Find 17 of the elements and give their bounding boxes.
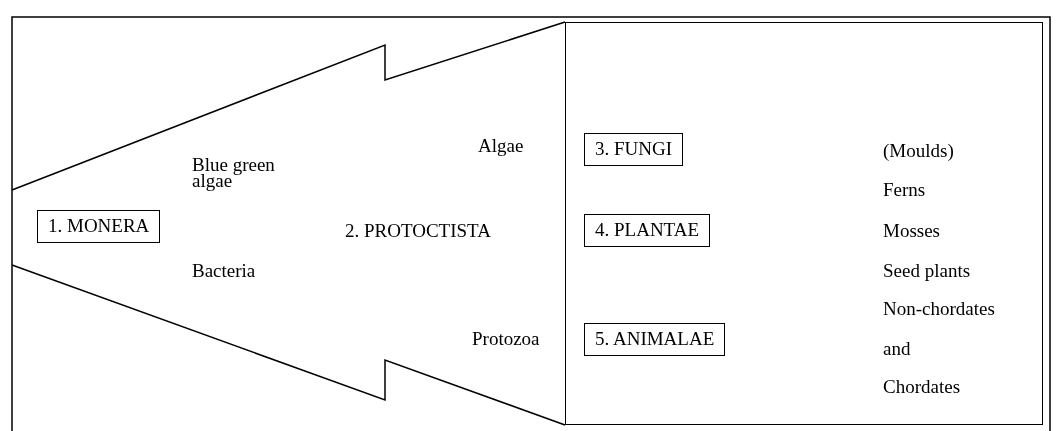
group-label: Algae <box>478 135 524 158</box>
conjunction-text: and <box>883 338 911 361</box>
kingdom-box: 5. ANIMALAE <box>584 323 726 356</box>
group-label: Non-chordates <box>883 298 995 321</box>
kingdom-label: 2. PROTOCTISTA <box>345 220 491 243</box>
group-label: (Moulds) <box>883 140 954 163</box>
kingdom-box: 3. FUNGI <box>584 133 684 166</box>
group-label: Seed plants <box>883 260 971 283</box>
group-label: Chordates <box>883 376 961 399</box>
kingdom-box: 4. PLANTAE <box>584 214 711 247</box>
group-label: Ferns <box>883 179 926 202</box>
group-panel <box>565 22 1043 425</box>
group-label: Bacteria <box>192 260 256 283</box>
group-label: Protozoa <box>472 328 540 351</box>
kingdom-box: 1. MONERA <box>37 210 161 243</box>
group-label: Mosses <box>883 220 940 243</box>
group-label: Blue green algae <box>192 157 276 190</box>
